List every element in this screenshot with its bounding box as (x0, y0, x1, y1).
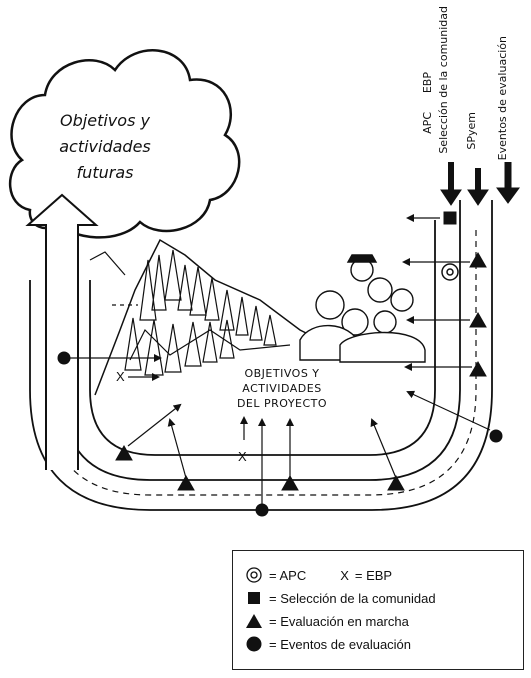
square-icon (243, 591, 265, 605)
evaluation-arrows (64, 214, 491, 505)
x-marker-center: X (238, 449, 247, 464)
seleccion-square (443, 211, 457, 225)
cloud-line-2: actividades (59, 137, 151, 156)
event-dot-1 (57, 351, 71, 365)
legend-row-apc: = APC X = EBP (243, 565, 392, 585)
input-columns (440, 162, 520, 206)
seleccion-column-label: Selección de la comunidad (437, 6, 450, 154)
legend-evaluacion-text: = Evaluación en marcha (269, 613, 409, 629)
x-marker-left: X (116, 369, 125, 384)
legend-eventos-text: = Eventos de evaluación (269, 636, 412, 652)
track-symbols (57, 211, 503, 517)
triangle-5 (177, 474, 195, 491)
future-cloud (8, 49, 241, 239)
dot-icon (243, 635, 265, 653)
triangle-1 (469, 251, 487, 268)
cloud-line-3: futuras (76, 163, 134, 182)
legend-ebp-text: = EBP (354, 567, 393, 583)
project-line-3: DEL PROYECTO (236, 397, 328, 410)
ebp-column-label: EBP (421, 72, 434, 94)
legend-row-eventos: = Eventos de evaluación (243, 634, 411, 654)
forest (124, 249, 277, 376)
apc-column-label: APC (421, 112, 434, 134)
event-dot-3 (489, 429, 503, 443)
event-dot-2 (255, 503, 269, 517)
triangle-6 (281, 474, 299, 491)
triangle-2 (469, 311, 487, 328)
triangle-4 (115, 444, 133, 461)
triangle-3 (469, 360, 487, 377)
legend-row-evaluacion: = Evaluación en marcha (243, 611, 409, 631)
triangle-7 (387, 474, 405, 491)
legend-apc-text: = APC (269, 567, 307, 583)
hill (94, 238, 331, 396)
project-label: OBJETIVOS Y ACTIVIDADES DEL PROYECTO (222, 366, 342, 411)
legend-box: = APC X = EBP = Selección de la comunida… (232, 550, 524, 670)
people-group (299, 254, 426, 363)
legend-row-seleccion: = Selección de la comunidad (243, 588, 436, 608)
cloud-line-1: Objetivos y (60, 111, 150, 130)
dashed-track (45, 230, 477, 496)
legend-seleccion-text: = Selección de la comunidad (269, 590, 436, 606)
project-line-1: OBJETIVOS Y (244, 367, 320, 380)
apc-icon (243, 566, 265, 584)
triangle-icon (243, 613, 265, 629)
project-line-2: ACTIVIDADES (242, 382, 322, 395)
cloud-label: Objetivos y actividades futuras (30, 108, 180, 186)
legend-ebp-symbol: X (340, 567, 349, 583)
spyem-column-label: SPyem (465, 112, 478, 150)
future-arrow (25, 193, 99, 470)
eventos-column-label: Eventos de evaluación (496, 36, 509, 161)
